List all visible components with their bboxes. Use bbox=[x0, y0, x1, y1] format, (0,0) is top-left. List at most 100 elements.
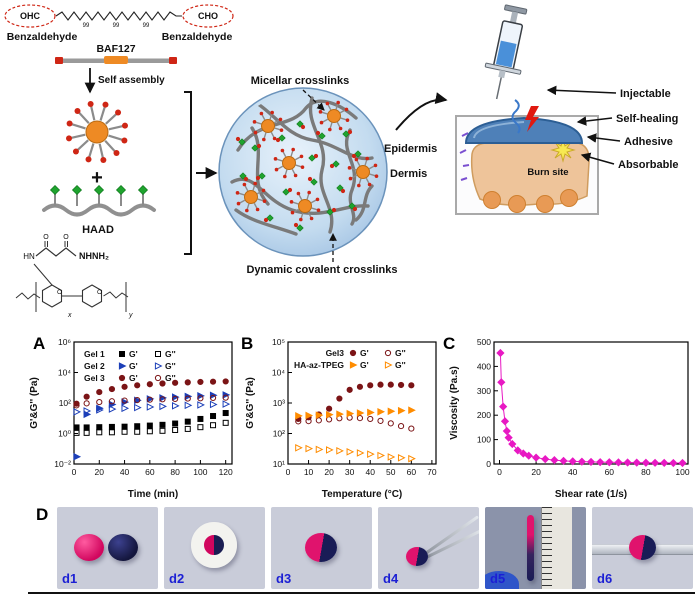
data-point bbox=[197, 415, 204, 422]
aldehyde-tip bbox=[336, 100, 340, 105]
x-tick-label: 30 bbox=[345, 467, 355, 477]
aldehyde-tip bbox=[74, 107, 81, 114]
data-point bbox=[222, 400, 231, 408]
data-point bbox=[669, 458, 678, 468]
data-point bbox=[222, 378, 229, 385]
data-point bbox=[96, 424, 103, 431]
x-tick-label: 80 bbox=[641, 467, 651, 477]
x-tick-label: 20 bbox=[95, 467, 105, 477]
data-point bbox=[497, 378, 506, 387]
micelle-arm bbox=[256, 128, 263, 133]
data-point bbox=[641, 458, 651, 467]
data-point bbox=[222, 394, 229, 401]
data-point bbox=[502, 426, 511, 436]
mold-ring-gel bbox=[191, 522, 237, 568]
syringe-icon bbox=[484, 4, 528, 100]
subscript-x: x bbox=[67, 312, 72, 319]
data-point bbox=[568, 457, 577, 466]
network-circle bbox=[218, 87, 388, 257]
data-point bbox=[559, 456, 568, 465]
aldehyde-tip bbox=[354, 157, 359, 162]
aldehyde-tip bbox=[318, 110, 323, 114]
crosslink-red bbox=[307, 176, 313, 182]
micelle-arm bbox=[257, 198, 264, 202]
micelle-arm bbox=[322, 118, 329, 123]
data-point bbox=[73, 424, 80, 431]
data-point bbox=[121, 428, 128, 435]
data-point bbox=[146, 403, 155, 411]
x-tick-label: 40 bbox=[568, 467, 578, 477]
micellar-crosslinks-label: Micellar crosslinks bbox=[251, 75, 349, 87]
y-tick-label: 300 bbox=[477, 386, 491, 396]
micelle-arm bbox=[351, 174, 358, 179]
panel-letter-b: B bbox=[241, 334, 254, 353]
benzaldehyde-left-label: Benzaldehyde bbox=[7, 31, 78, 43]
data-point bbox=[315, 411, 324, 419]
y-tick-label: 10¹ bbox=[273, 459, 285, 469]
x-axis-title: Temperature (°C) bbox=[322, 489, 403, 500]
legend-gdoubleprime: G'' bbox=[395, 360, 406, 370]
data-point bbox=[73, 408, 82, 416]
micelle-arm bbox=[71, 123, 86, 130]
haad-backbone bbox=[42, 203, 156, 217]
data-point bbox=[397, 453, 406, 462]
data-point bbox=[326, 405, 333, 412]
panel-letter-d: D bbox=[36, 505, 49, 524]
aldehyde-tip bbox=[307, 190, 311, 195]
data-point bbox=[387, 381, 394, 388]
hydrazide-nhnh2: NHNH₂ bbox=[79, 251, 109, 261]
aldehyde-tip bbox=[316, 208, 321, 212]
aldehyde-tip bbox=[255, 207, 260, 212]
subscript-y: y bbox=[128, 312, 133, 319]
data-point bbox=[121, 397, 128, 404]
data-point bbox=[155, 351, 161, 357]
data-point bbox=[387, 453, 396, 461]
gel-layer bbox=[464, 116, 584, 144]
legend-name: Gel 3 bbox=[84, 373, 105, 383]
data-point bbox=[184, 395, 191, 402]
data-point bbox=[356, 449, 365, 457]
crosslink-red bbox=[287, 187, 293, 193]
micelle-arm bbox=[291, 168, 296, 175]
crosslink-green bbox=[296, 224, 304, 232]
data-point bbox=[209, 394, 217, 402]
aldehyde-tip bbox=[279, 128, 284, 132]
data-point bbox=[387, 420, 394, 427]
data-point bbox=[184, 425, 191, 432]
x-tick-label: 40 bbox=[365, 467, 375, 477]
data-point bbox=[118, 362, 127, 370]
data-point bbox=[146, 422, 153, 429]
y-tick-label: 10⁴ bbox=[58, 368, 71, 378]
data-point bbox=[346, 448, 355, 456]
y-tick-label: 500 bbox=[477, 337, 491, 347]
data-point bbox=[508, 439, 517, 449]
aldehyde-tip bbox=[259, 111, 264, 116]
photo-d3: d3 bbox=[271, 507, 372, 589]
benzaldehyde-oval-right bbox=[182, 4, 234, 28]
rod-red-cap bbox=[55, 57, 63, 64]
micelle-diagram bbox=[66, 101, 128, 163]
aldehyde-tip bbox=[344, 107, 349, 112]
data-point bbox=[197, 424, 204, 431]
hydrazide-chain bbox=[35, 247, 77, 257]
x-tick-label: 60 bbox=[605, 467, 615, 477]
data-point bbox=[349, 361, 358, 369]
data-point bbox=[499, 402, 508, 411]
photo-d1: d1 bbox=[57, 507, 158, 589]
figure-bottom-rule bbox=[28, 592, 695, 594]
micelle-arm bbox=[339, 109, 346, 114]
data-point bbox=[531, 453, 541, 462]
stretched-gel bbox=[527, 515, 534, 581]
micelle-core bbox=[298, 199, 312, 213]
y-tick-label: 10⁰ bbox=[58, 429, 71, 439]
tissue-bumps bbox=[483, 189, 578, 213]
data-point bbox=[346, 386, 353, 393]
x-tick-label: 100 bbox=[675, 467, 689, 477]
aldehyde-tip bbox=[328, 127, 332, 132]
data-point bbox=[96, 429, 103, 436]
data-line bbox=[499, 352, 683, 464]
data-point bbox=[632, 458, 641, 467]
